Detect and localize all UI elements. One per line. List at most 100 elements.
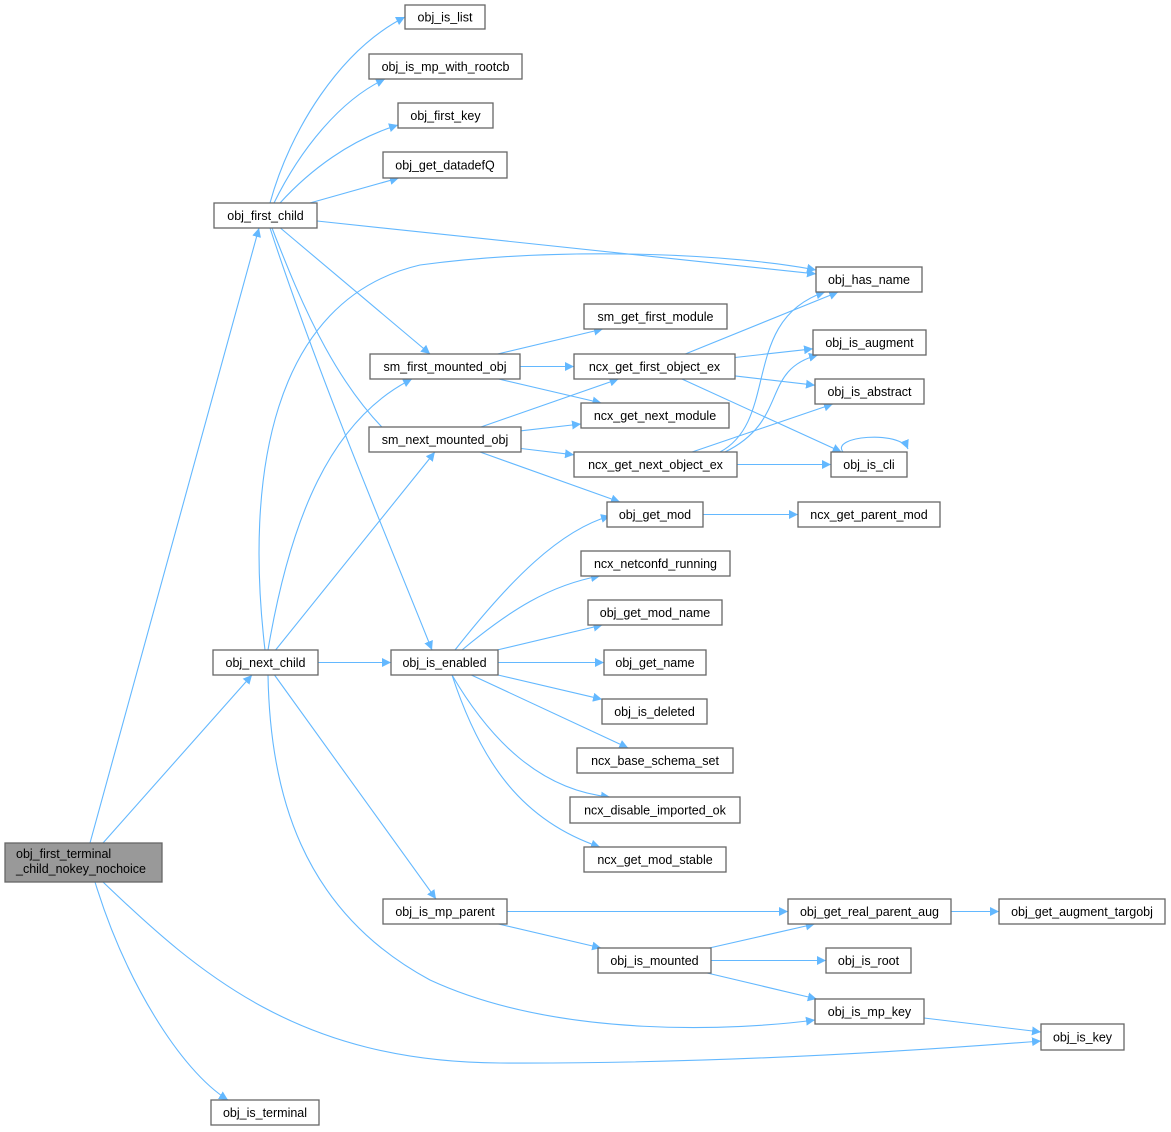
call-edge (497, 326, 604, 355)
call-edge (709, 921, 815, 949)
call-edge (498, 923, 602, 951)
function-node[interactable]: obj_get_mod (606, 501, 704, 528)
function-node[interactable]: obj_is_cli (830, 451, 908, 478)
call-edge (471, 674, 629, 749)
call-edge (707, 972, 817, 1002)
node-label: sm_get_first_module (597, 310, 713, 324)
node-box (597, 947, 712, 974)
node-label: sm_first_mounted_obj (384, 360, 507, 374)
call-edge (269, 16, 406, 204)
node-label: ncx_netconfd_running (594, 557, 717, 571)
call-edge (274, 674, 437, 900)
function-node[interactable]: obj_is_enabled (390, 649, 499, 676)
node-box (382, 898, 508, 925)
function-node[interactable]: obj_has_name (815, 266, 923, 293)
call-edge (719, 290, 826, 453)
node-label: obj_is_deleted (614, 705, 695, 719)
function-node[interactable]: ncx_get_next_object_ex (573, 451, 738, 478)
function-node[interactable]: obj_is_terminal (210, 1099, 320, 1126)
function-node[interactable]: ncx_get_mod_stable (583, 846, 727, 873)
node-label: obj_is_key (1053, 1031, 1113, 1045)
node-label: obj_first_child (227, 209, 303, 223)
function-node[interactable]: obj_get_name (603, 649, 707, 676)
call-edge (102, 674, 253, 844)
function-node[interactable]: obj_is_mp_with_rootcb (368, 53, 523, 80)
node-box (390, 649, 499, 676)
node-label: obj_get_datadefQ (395, 159, 495, 173)
call-edge (267, 378, 413, 651)
node-label: obj_is_mp_parent (395, 905, 495, 919)
node-box (580, 550, 731, 577)
function-node[interactable]: obj_is_list (404, 4, 486, 30)
call-edge (840, 436, 909, 453)
node-box (4, 842, 163, 883)
node-box (814, 378, 925, 405)
node-label: obj_is_terminal (223, 1106, 307, 1120)
function-node[interactable]: obj_first_child (213, 202, 318, 229)
node-box (814, 998, 925, 1025)
call-edge (275, 451, 436, 651)
node-box (569, 796, 741, 824)
root-function-node[interactable]: obj_first_terminal_child_nokey_nochoice (4, 842, 163, 883)
node-label: obj_is_enabled (402, 656, 486, 670)
function-node[interactable]: obj_is_abstract (814, 378, 925, 405)
call-edge (316, 220, 817, 278)
function-node[interactable]: sm_next_mounted_obj (368, 426, 522, 453)
function-node[interactable]: sm_first_mounted_obj (369, 353, 521, 380)
node-label: obj_first_terminal (16, 847, 111, 861)
node-label: _child_nokey_nochoice (15, 862, 146, 876)
node-label: obj_is_mounted (610, 954, 698, 968)
node-label: ncx_disable_imported_ok (584, 804, 727, 818)
node-layer: obj_first_terminal_child_nokey_nochoiceo… (4, 4, 1166, 1126)
node-box (573, 353, 736, 380)
node-label: obj_is_cli (843, 458, 894, 472)
function-node[interactable]: ncx_get_parent_mod (797, 501, 941, 528)
call-edge (273, 78, 386, 204)
function-node[interactable]: obj_is_mp_key (814, 998, 925, 1025)
node-label: obj_is_root (838, 954, 900, 968)
node-box (830, 451, 908, 478)
call-edge (479, 451, 621, 504)
node-box (603, 649, 707, 676)
function-node[interactable]: obj_is_mp_parent (382, 898, 508, 925)
call-edge (685, 291, 839, 355)
call-edge (258, 253, 817, 651)
function-node[interactable]: obj_get_real_parent_aug (787, 898, 952, 925)
function-node[interactable]: obj_get_mod_name (587, 599, 723, 626)
function-node[interactable]: obj_first_key (397, 102, 494, 129)
node-label: obj_get_mod (619, 508, 691, 522)
node-label: ncx_get_parent_mod (810, 508, 927, 522)
node-box (213, 202, 318, 229)
function-node[interactable]: ncx_base_schema_set (576, 747, 734, 774)
function-node[interactable]: obj_get_datadefQ (382, 151, 508, 179)
function-node[interactable]: sm_get_first_module (583, 303, 728, 330)
call-edge (451, 674, 601, 849)
function-node[interactable]: obj_is_root (825, 947, 912, 974)
function-node[interactable]: obj_is_deleted (601, 698, 708, 725)
node-label: obj_is_mp_key (828, 1005, 912, 1019)
call-edge (520, 447, 575, 459)
function-node[interactable]: obj_is_key (1040, 1023, 1125, 1051)
call-edge (102, 881, 1042, 1064)
function-node[interactable]: obj_next_child (212, 649, 319, 676)
node-label: obj_is_list (418, 11, 473, 25)
function-node[interactable]: ncx_netconfd_running (580, 550, 731, 577)
node-label: obj_get_mod_name (600, 606, 711, 620)
function-node[interactable]: obj_is_mounted (597, 947, 712, 974)
node-label: obj_is_mp_with_rootcb (382, 60, 510, 74)
node-label: ncx_get_first_object_ex (589, 360, 721, 374)
node-box (368, 53, 523, 80)
function-node[interactable]: obj_get_augment_targobj (998, 898, 1166, 925)
call-edge (734, 375, 816, 389)
function-node[interactable]: obj_is_augment (812, 329, 927, 356)
function-node[interactable]: ncx_disable_imported_ok (569, 796, 741, 824)
node-box (368, 426, 522, 453)
call-edge (734, 345, 814, 359)
node-label: ncx_get_mod_stable (597, 853, 712, 867)
call-edge (271, 227, 411, 453)
function-node[interactable]: ncx_get_first_object_ex (573, 353, 736, 380)
node-box (587, 599, 723, 626)
node-box (815, 266, 923, 293)
function-node[interactable]: ncx_get_next_module (580, 402, 730, 429)
node-label: obj_next_child (226, 656, 306, 670)
